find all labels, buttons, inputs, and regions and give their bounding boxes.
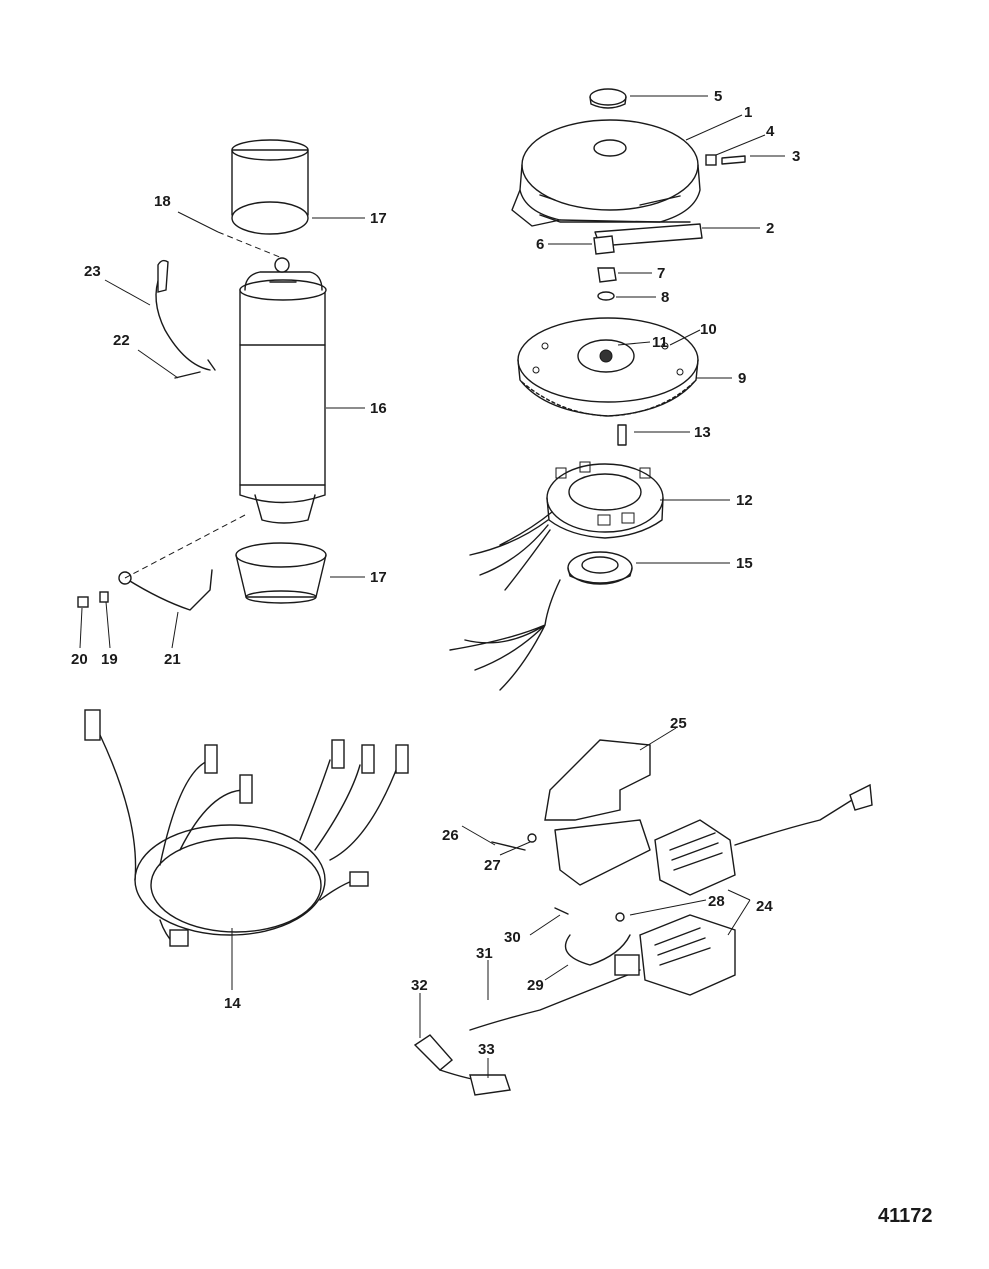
callout-18: 18 bbox=[154, 193, 171, 210]
cover-cap bbox=[589, 88, 627, 109]
lower-nut bbox=[77, 596, 89, 608]
callout-28: 28 bbox=[708, 893, 725, 910]
flywheel-hub-parts bbox=[593, 235, 617, 301]
callout-17-upper: 17 bbox=[370, 210, 387, 227]
callout-19: 19 bbox=[101, 651, 118, 668]
callout-1: 1 bbox=[744, 104, 752, 121]
flywheel-cover bbox=[511, 119, 701, 227]
spark-plug bbox=[469, 1074, 511, 1096]
starter-bushing-lower bbox=[235, 542, 327, 604]
callout-21: 21 bbox=[164, 651, 181, 668]
callout-22: 22 bbox=[113, 332, 130, 349]
callout-25: 25 bbox=[670, 715, 687, 732]
ground-wire bbox=[564, 934, 631, 966]
callout-20: 20 bbox=[71, 651, 88, 668]
pack-bracket bbox=[544, 739, 651, 886]
callout-7: 7 bbox=[657, 265, 665, 282]
callout-6: 6 bbox=[536, 236, 544, 253]
callout-15: 15 bbox=[736, 555, 753, 572]
figure-number: 41172 bbox=[878, 1205, 933, 1227]
callout-33: 33 bbox=[478, 1041, 495, 1058]
cover-screw bbox=[705, 154, 746, 166]
flywheel bbox=[517, 317, 699, 417]
callout-9: 9 bbox=[738, 370, 746, 387]
callout-5: 5 bbox=[714, 88, 722, 105]
leader-lines bbox=[79, 95, 785, 1078]
lead-boot bbox=[614, 954, 640, 976]
callout-29: 29 bbox=[527, 977, 544, 994]
ground-washer bbox=[615, 912, 625, 922]
bracket-washer bbox=[527, 833, 537, 843]
wiring-harness bbox=[84, 709, 409, 947]
high-tension-lead bbox=[734, 794, 861, 846]
callout-24: 24 bbox=[756, 898, 773, 915]
callout-8: 8 bbox=[661, 289, 669, 306]
callout-10: 10 bbox=[700, 321, 717, 338]
assembly-line-upper bbox=[217, 231, 283, 259]
lower-washer bbox=[99, 591, 109, 603]
callout-numbers: 5 1 4 3 2 6 7 8 10 11 9 13 12 15 17 18 2… bbox=[71, 88, 800, 1058]
callout-32: 32 bbox=[411, 977, 428, 994]
callout-3: 3 bbox=[792, 148, 800, 165]
trigger bbox=[567, 551, 633, 585]
stator-leads bbox=[469, 511, 553, 591]
callout-13: 13 bbox=[694, 424, 711, 441]
spark-plug-boot-lower bbox=[413, 1034, 454, 1071]
stator bbox=[546, 461, 664, 539]
terminal-screw bbox=[174, 359, 216, 379]
spark-plug-boot-upper bbox=[849, 783, 873, 811]
bracket-screw bbox=[491, 841, 526, 851]
starter-cable-upper bbox=[155, 274, 211, 371]
switch-box-lower bbox=[639, 914, 736, 996]
callout-14: 14 bbox=[224, 995, 241, 1012]
ground-screw bbox=[554, 907, 569, 915]
callout-17-lower: 17 bbox=[370, 569, 387, 586]
switch-box-upper bbox=[654, 819, 736, 896]
callout-2: 2 bbox=[766, 220, 774, 237]
callout-12: 12 bbox=[736, 492, 753, 509]
callout-16: 16 bbox=[370, 400, 387, 417]
trigger-leads bbox=[449, 579, 561, 691]
cable-terminal-upper bbox=[157, 259, 169, 293]
callout-23: 23 bbox=[84, 263, 101, 280]
callout-31: 31 bbox=[476, 945, 493, 962]
callout-27: 27 bbox=[484, 857, 501, 874]
starter-motor bbox=[239, 257, 327, 524]
starter-cable-lower bbox=[124, 569, 213, 611]
callout-30: 30 bbox=[504, 929, 521, 946]
starter-bushing-upper bbox=[231, 139, 309, 235]
callout-26: 26 bbox=[442, 827, 459, 844]
assembly-line-lower bbox=[124, 514, 246, 579]
callout-11: 11 bbox=[652, 334, 668, 351]
flywheel-screw bbox=[617, 424, 627, 446]
lead-wire bbox=[469, 969, 641, 1031]
callout-4: 4 bbox=[766, 123, 775, 140]
